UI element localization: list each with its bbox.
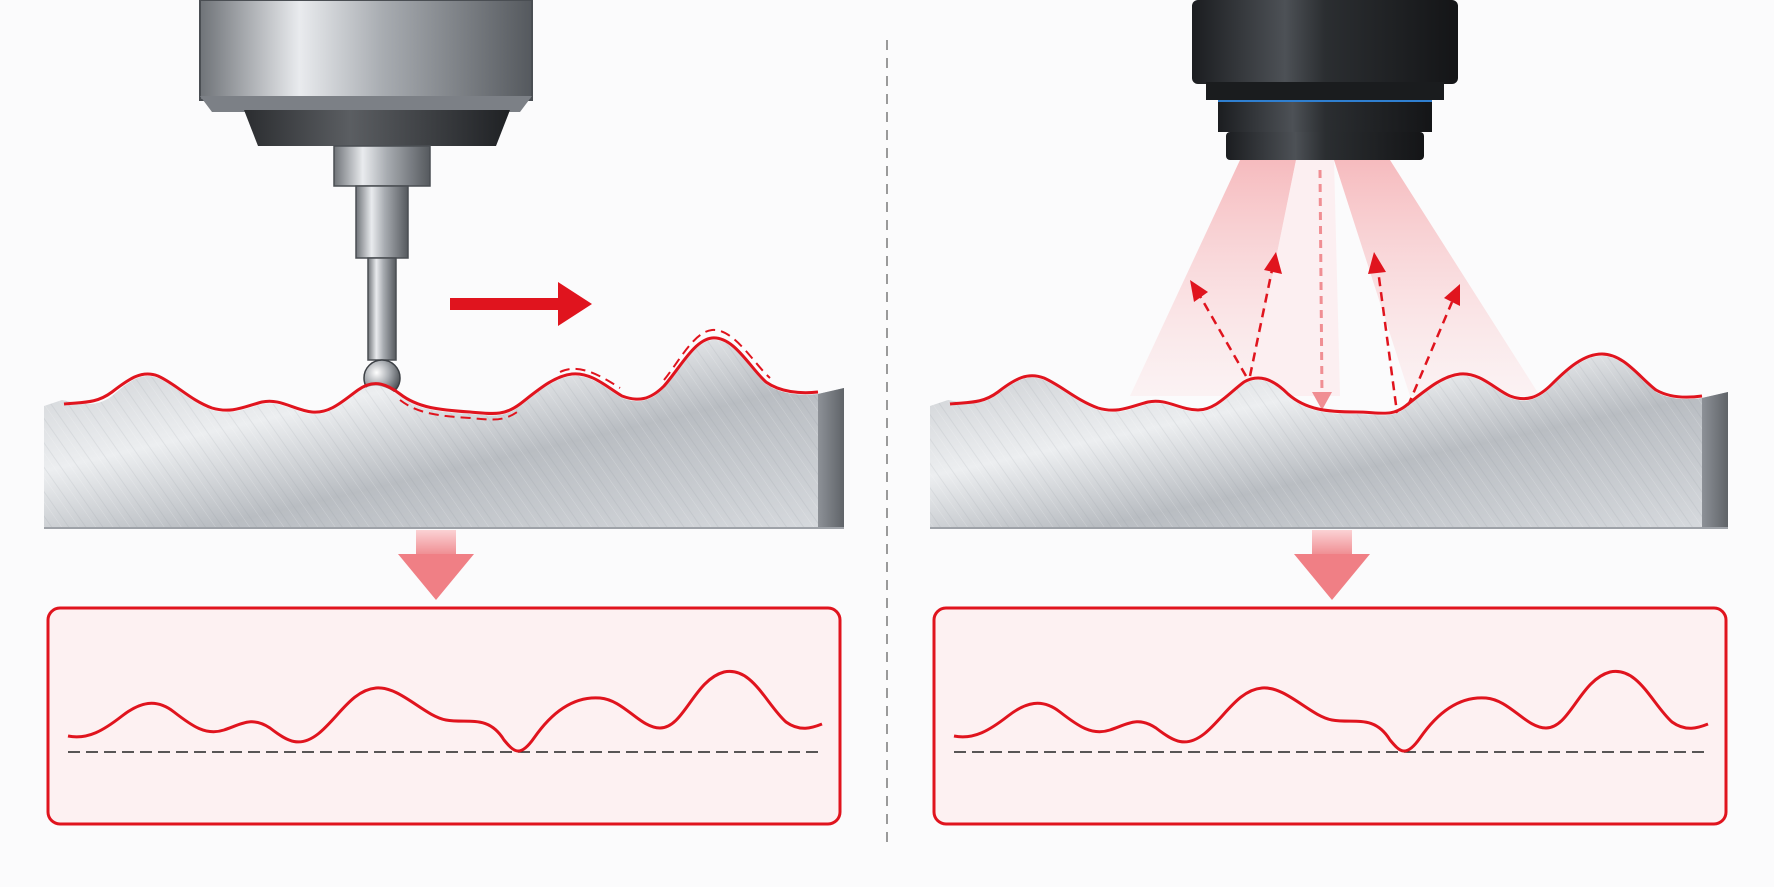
right-panel (930, 0, 1728, 826)
optical-sensor-icon (1192, 0, 1458, 160)
scan-direction-arrow-icon (450, 282, 592, 326)
left-panel (44, 0, 844, 826)
right-workpiece (930, 352, 1728, 529)
left-workpiece (44, 328, 844, 529)
ray-heads (1190, 252, 1460, 306)
left-profile-panel (46, 606, 842, 826)
light-cone (1130, 160, 1540, 410)
down-arrow-icon (398, 530, 474, 600)
right-profile-panel (932, 606, 1728, 826)
down-arrow-icon (1294, 530, 1370, 600)
stylus-probe-icon (199, 0, 533, 397)
